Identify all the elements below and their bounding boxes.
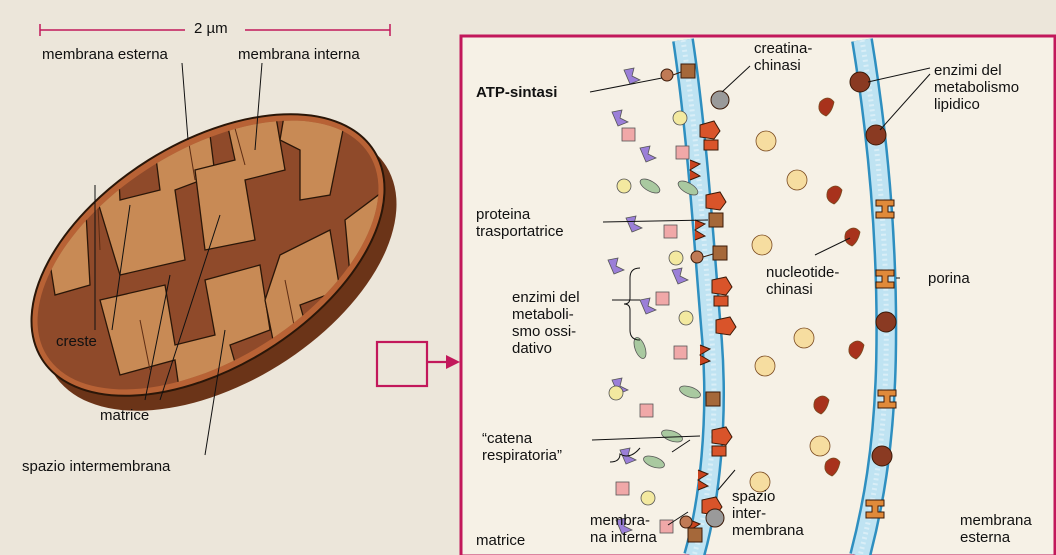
label-creatine-kinase: creatina- chinasi	[754, 40, 812, 74]
label-nucleotide-kinase: nucleotide- chinasi	[766, 264, 839, 298]
label-intermembrane-space-right: spazio inter- membrana	[732, 488, 804, 539]
label-inner-membrane: membrana interna	[238, 46, 360, 63]
label-matrix-right: matrice	[476, 532, 525, 549]
label-inner-membrane-right: membra- na interna	[590, 512, 657, 546]
label-lipid-enzymes: enzimi del metabolismo lipidico	[934, 62, 1019, 113]
label-transport-protein: proteina trasportatrice	[476, 206, 564, 240]
scale-bar-label: 2 µm	[194, 20, 228, 37]
label-intermembrane-space: spazio intermembrana	[22, 458, 170, 475]
label-porin: porina	[928, 270, 970, 287]
label-cristae: creste	[56, 333, 97, 350]
label-oxidative-enzymes: enzimi del metaboli- smo ossi- dativo	[512, 289, 580, 357]
label-outer-membrane-right: membrana esterna	[960, 512, 1032, 546]
mitochondrion-illustration	[0, 0, 460, 520]
label-respiratory-chain: “catena respiratoria”	[482, 430, 562, 464]
label-outer-membrane: membrana esterna	[42, 46, 168, 63]
magnify-arrow-icon	[446, 355, 460, 369]
label-matrix: matrice	[100, 407, 149, 424]
magnify-box	[377, 342, 427, 386]
label-atp-synthase: ATP-sintasi	[476, 84, 557, 101]
